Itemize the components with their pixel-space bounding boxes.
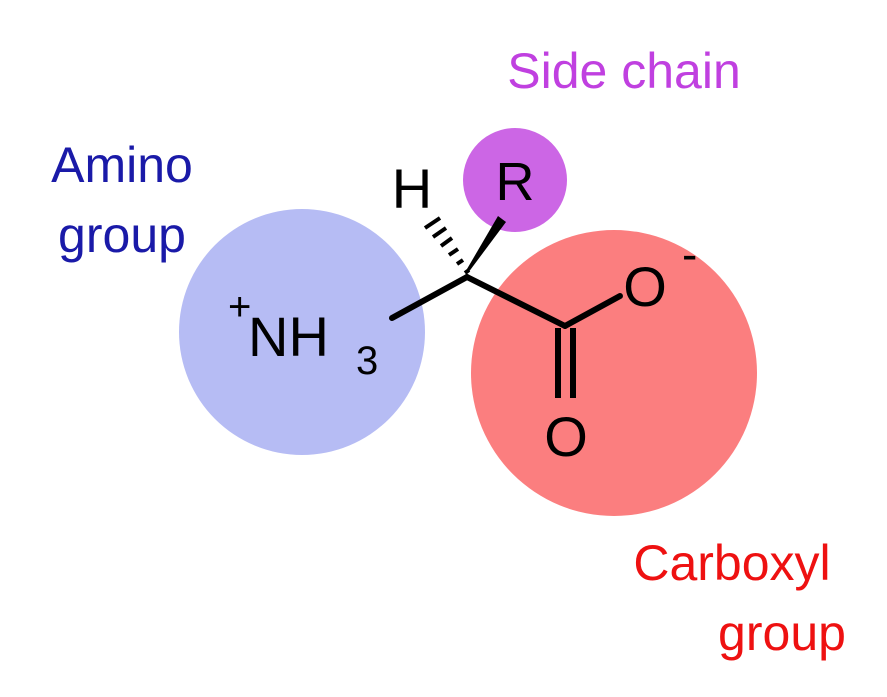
bond-carbonyl-o-single bbox=[562, 293, 623, 329]
amino-label-line1: Amino bbox=[51, 137, 193, 193]
bond-n-calpha bbox=[389, 274, 470, 321]
side-chain-label: Side chain bbox=[507, 43, 741, 99]
hydrogen-atom: H bbox=[392, 157, 432, 220]
carboxyl-label-line2: group bbox=[718, 605, 846, 661]
oxygen-single: O bbox=[623, 255, 667, 318]
hash-bond-h bbox=[423, 216, 471, 275]
side-chain-circle bbox=[463, 128, 567, 232]
amino-group-circle bbox=[179, 209, 425, 455]
r-group-atom: R bbox=[496, 152, 535, 212]
oxygen-double: O bbox=[544, 405, 588, 468]
carboxyl-group-circle bbox=[471, 230, 757, 516]
bonds bbox=[389, 216, 623, 398]
amine-subscript: 3 bbox=[356, 339, 378, 383]
oxygen-charge: - bbox=[682, 228, 697, 280]
wedge-bond-r bbox=[465, 216, 506, 277]
amine-charge: + bbox=[228, 285, 251, 329]
amine-nitrogen: NH bbox=[248, 305, 329, 368]
amino-label-line2: group bbox=[58, 207, 186, 263]
carboxyl-label-line1: Carboxyl bbox=[633, 535, 830, 591]
bond-calpha-carbonyl bbox=[464, 274, 568, 329]
